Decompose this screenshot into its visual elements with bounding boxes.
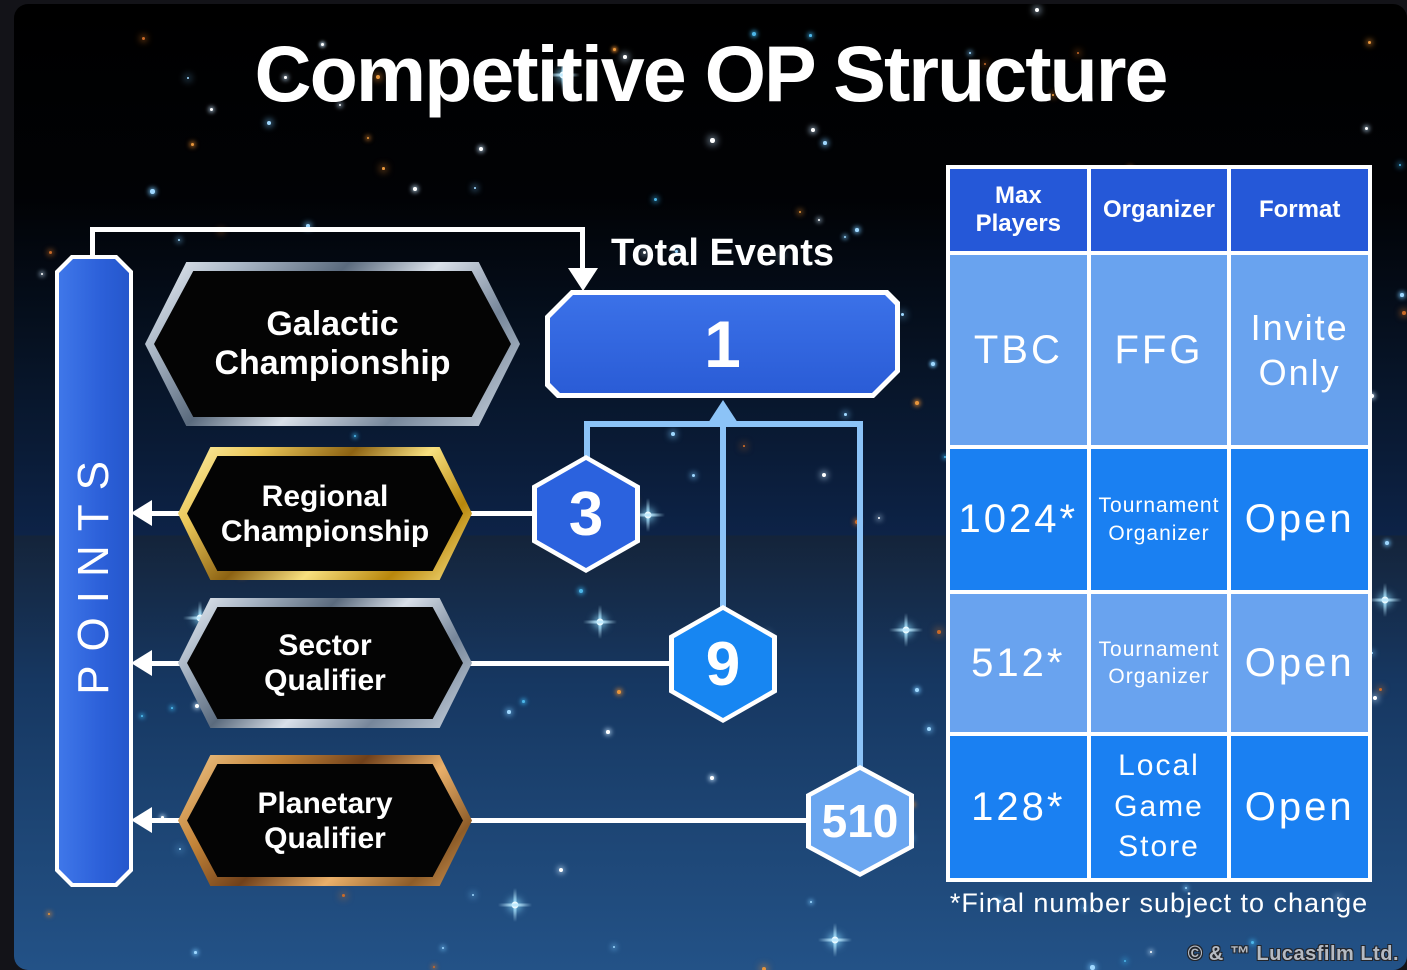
points-label: POINTS bbox=[69, 447, 118, 695]
table-header-format: Format bbox=[1231, 169, 1368, 251]
connector-sector-left bbox=[149, 661, 180, 666]
hex-sector-value: 9 bbox=[705, 629, 741, 699]
table-header-max-players: Max Players bbox=[950, 169, 1087, 251]
badge-sector-line2: Qualifier bbox=[264, 664, 386, 697]
sparkle-star-icon bbox=[498, 888, 532, 922]
connector-points-top-vertical bbox=[90, 227, 95, 261]
sparkle-star-icon bbox=[631, 498, 665, 532]
connector-regional-right bbox=[470, 511, 534, 516]
badge-planetary-line2: Qualifier bbox=[264, 821, 386, 855]
infographic-canvas: Competitive OP Structure POINTS Galactic… bbox=[14, 4, 1407, 970]
hex-planetary-value: 510 bbox=[821, 795, 899, 847]
table-cell-r3-format: Open bbox=[1231, 594, 1368, 732]
connector-into-box-vertical bbox=[580, 227, 585, 271]
arrow-regional-points-icon bbox=[131, 500, 152, 526]
badge-planetary-line1: Planetary bbox=[257, 786, 393, 820]
badge-regional-line1: Regional bbox=[261, 479, 389, 513]
op-details-table: Max Players Organizer Format TBC FFG Inv… bbox=[946, 165, 1372, 882]
connector-510-vertical bbox=[857, 421, 863, 769]
badge-sector-inner: Sector Qualifier bbox=[187, 607, 463, 719]
sparkle-star-icon bbox=[546, 58, 580, 92]
connector-points-top-horizontal bbox=[90, 227, 585, 232]
sparkle-star-icon bbox=[889, 613, 923, 647]
total-events-value: 1 bbox=[704, 307, 741, 381]
connector-regional-left bbox=[149, 511, 180, 516]
total-events-fill bbox=[550, 295, 895, 393]
table-cell-r1-format: Invite Only bbox=[1231, 255, 1368, 445]
table-cell-r1-max: TBC bbox=[950, 255, 1087, 445]
badge-regional-line2: Championship bbox=[220, 514, 430, 548]
badge-regional-inner: Regional Championship bbox=[187, 456, 463, 571]
table-cell-r3-max: 512* bbox=[950, 594, 1087, 732]
table-cell-r1-org: FFG bbox=[1090, 255, 1228, 445]
connector-sector-right bbox=[470, 661, 671, 666]
badge-galactic-inner: Galactic Championship bbox=[154, 271, 511, 417]
table-footnote: *Final number subject to change bbox=[949, 888, 1369, 918]
total-events-label: Total Events bbox=[610, 232, 835, 274]
arrow-sector-points-icon bbox=[131, 650, 152, 676]
badge-planetary-inner: Planetary Qualifier bbox=[187, 764, 463, 877]
arrow-into-total-events-icon bbox=[568, 268, 598, 291]
badge-regional-championship: Regional Championship bbox=[178, 447, 472, 580]
table-cell-r4-format: Open bbox=[1231, 736, 1368, 878]
copyright-notice: © & ™ Lucasfilm Ltd. bbox=[1187, 943, 1399, 965]
table-cell-r4-max: 128* bbox=[950, 736, 1087, 878]
badge-sector-qualifier: Sector Qualifier bbox=[178, 598, 472, 728]
table-cell-r3-org: Tournament Organizer bbox=[1090, 594, 1228, 732]
badge-galactic-championship: Galactic Championship bbox=[145, 262, 520, 426]
badge-sector-line1: Sector bbox=[278, 629, 372, 662]
arrow-up-into-box-icon bbox=[708, 400, 738, 423]
page-title: Competitive OP Structure bbox=[254, 29, 1169, 118]
table-cell-r2-org: Tournament Organizer bbox=[1090, 449, 1228, 590]
sparkle-star-icon bbox=[183, 601, 217, 635]
table-header-organizer: Organizer bbox=[1090, 169, 1228, 251]
table-cell-r2-max: 1024* bbox=[950, 449, 1087, 590]
sparkle-star-icon bbox=[1368, 583, 1402, 617]
sparkle-star-icon bbox=[818, 923, 852, 957]
sparkle-star-icon bbox=[583, 605, 617, 639]
connector-planetary-left bbox=[149, 818, 180, 823]
badge-galactic-line2: Championship bbox=[214, 344, 451, 382]
badge-planetary-qualifier: Planetary Qualifier bbox=[178, 755, 472, 886]
table-cell-r4-org: Local Game Store bbox=[1090, 736, 1228, 878]
points-bar-fill bbox=[59, 259, 129, 883]
points-bar: POINTS bbox=[55, 255, 133, 887]
table-cell-r2-format: Open bbox=[1231, 449, 1368, 590]
total-events-box: 1 bbox=[545, 290, 900, 398]
connector-3-vertical bbox=[584, 421, 590, 458]
badge-galactic-line1: Galactic bbox=[266, 304, 399, 343]
connector-9-vertical bbox=[720, 418, 726, 608]
connector-bracket-horizontal bbox=[584, 421, 863, 427]
hex-regional-value: 3 bbox=[568, 479, 604, 549]
arrow-planetary-points-icon bbox=[131, 807, 152, 833]
connector-planetary-right bbox=[470, 818, 808, 823]
